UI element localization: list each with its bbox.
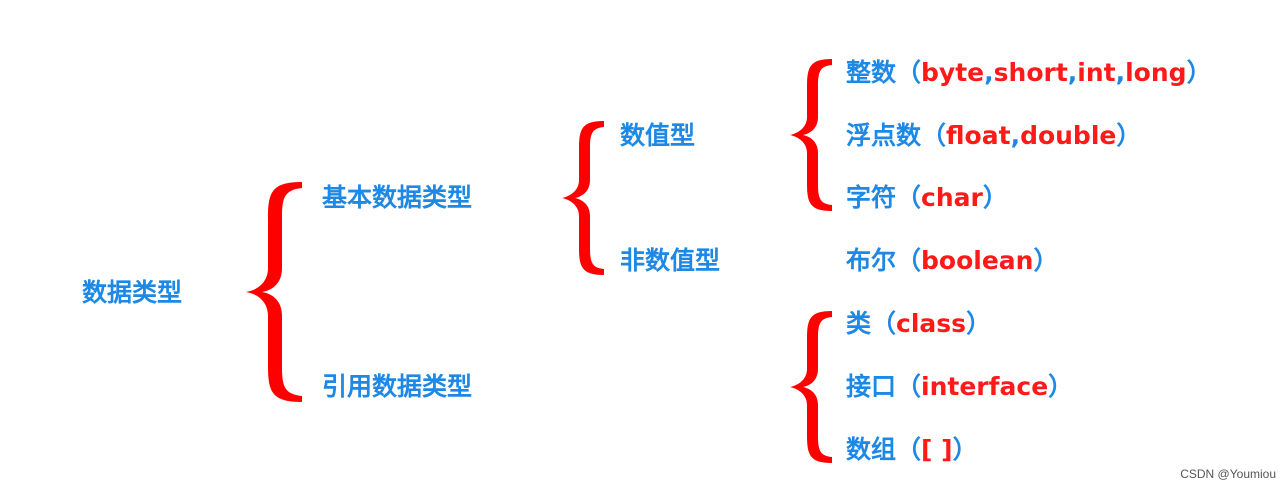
- type-keyword: class: [896, 309, 967, 338]
- brace-root: [246, 182, 302, 402]
- type-keyword: float: [946, 121, 1011, 150]
- type-keyword: char: [921, 183, 983, 212]
- reference-type-row: 接口（interface）: [846, 374, 1073, 399]
- reference-type-row: 类（class）: [846, 311, 991, 336]
- brace-numeric: [790, 59, 832, 211]
- non-numeric-type-row: 布尔（boolean）: [846, 248, 1059, 273]
- numeric-type-row: 字符（char）: [846, 185, 1008, 210]
- type-name: 整数: [846, 58, 897, 87]
- open-paren: （: [921, 121, 947, 150]
- open-paren: （: [896, 435, 922, 464]
- type-keyword: long: [1125, 58, 1187, 87]
- type-name: 字符: [846, 183, 897, 212]
- basic-types-label: 基本数据类型: [322, 183, 473, 212]
- non-numeric-label: 非数值型: [620, 246, 721, 275]
- reference-types-label: 引用数据类型: [322, 372, 473, 401]
- open-paren: （: [896, 58, 922, 87]
- type-keyword: byte: [921, 58, 985, 87]
- close-paren: ）: [1048, 372, 1074, 401]
- open-paren: （: [896, 246, 922, 275]
- type-name: 布尔: [846, 246, 897, 275]
- brace-basic: [562, 121, 604, 275]
- open-paren: （: [871, 309, 897, 338]
- type-name: 数组: [846, 435, 897, 464]
- close-paren: ）: [982, 183, 1008, 212]
- open-paren: （: [896, 183, 922, 212]
- separator-comma: ,: [984, 58, 994, 87]
- numeric-type-row: 整数（byte,short,int,long）: [846, 60, 1212, 85]
- type-name: 接口: [846, 372, 897, 401]
- type-keyword: short: [993, 58, 1068, 87]
- separator-comma: ,: [1010, 121, 1021, 150]
- reference-type-row: 数组（[ ]）: [846, 437, 978, 462]
- type-name: 浮点数: [846, 121, 922, 150]
- type-keyword: [ ]: [921, 435, 953, 464]
- watermark: CSDN @Youmiou: [1180, 467, 1276, 481]
- brace-reference: [790, 311, 832, 463]
- close-paren: ）: [966, 309, 992, 338]
- type-keyword: interface: [921, 372, 1049, 401]
- numeric-label: 数值型: [620, 121, 696, 150]
- type-keyword: double: [1020, 121, 1117, 150]
- close-paren: ）: [952, 435, 978, 464]
- separator-comma: ,: [1067, 58, 1078, 87]
- close-paren: ）: [1033, 246, 1059, 275]
- separator-comma: ,: [1115, 58, 1126, 87]
- close-paren: ）: [1186, 58, 1212, 87]
- type-keyword: boolean: [921, 246, 1034, 275]
- type-name: 类: [846, 309, 872, 338]
- numeric-type-row: 浮点数（float,double）: [846, 123, 1141, 148]
- close-paren: ）: [1116, 121, 1142, 150]
- root-label: 数据类型: [82, 278, 183, 307]
- type-keyword: int: [1077, 58, 1116, 87]
- open-paren: （: [896, 372, 922, 401]
